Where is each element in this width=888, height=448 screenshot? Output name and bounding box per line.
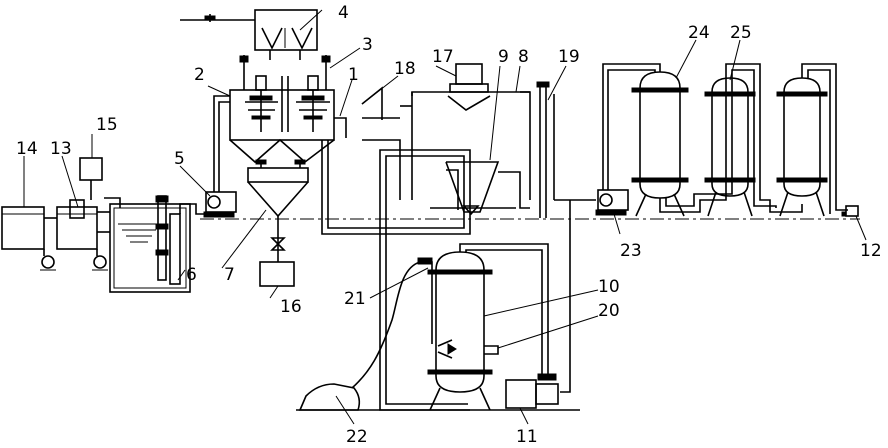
label-16: 16 — [280, 297, 302, 317]
label-22: 22 — [346, 427, 368, 447]
pump-23 — [595, 189, 629, 216]
tank-9 — [430, 161, 530, 216]
hose-22 — [351, 261, 421, 389]
reactor-2 — [229, 50, 335, 164]
label-25: 25 — [730, 23, 752, 43]
pump-11 — [505, 373, 559, 409]
label-5: 5 — [174, 149, 185, 169]
part-labels: 4 3 1 2 18 17 9 8 19 24 25 15 14 13 5 7 … — [16, 3, 882, 447]
column-25 — [704, 77, 756, 217]
label-1: 1 — [348, 65, 359, 85]
column-3rd — [776, 77, 828, 217]
pipe-6-pump5 — [179, 203, 206, 215]
label-10: 10 — [598, 277, 620, 297]
column-10 — [427, 251, 499, 411]
pump-under-13 — [92, 249, 108, 271]
label-11: 11 — [516, 427, 538, 447]
label-8: 8 — [518, 47, 529, 67]
label-20: 20 — [598, 301, 620, 321]
label-14: 14 — [16, 139, 38, 159]
leader-lines — [23, 9, 867, 425]
tank-14 — [1, 206, 45, 250]
label-18: 18 — [394, 59, 416, 79]
hopper-4 — [180, 9, 318, 51]
container-16 — [259, 261, 295, 287]
pipe-5-reactor — [213, 95, 230, 192]
label-17: 17 — [432, 47, 454, 67]
label-9: 9 — [498, 47, 509, 67]
label-24: 24 — [688, 23, 710, 43]
tank-6 — [109, 195, 191, 293]
inlet-21 — [417, 257, 433, 344]
pump-under-14 — [40, 249, 56, 271]
pipe-to-12 — [801, 63, 848, 211]
pipe-19 — [536, 81, 555, 218]
settler-7 — [247, 159, 309, 262]
label-23: 23 — [620, 241, 642, 261]
pipe-23-24 — [602, 63, 661, 190]
label-4: 4 — [338, 3, 349, 23]
label-6: 6 — [186, 265, 197, 285]
label-2: 2 — [194, 65, 205, 85]
pump-5 — [203, 191, 237, 218]
motor-17 — [447, 63, 491, 111]
label-21: 21 — [344, 289, 366, 309]
label-7: 7 — [224, 265, 235, 285]
label-3: 3 — [362, 35, 373, 55]
column-24 — [631, 71, 689, 217]
pipe-1 — [334, 117, 347, 138]
label-12: 12 — [860, 241, 882, 261]
tank-13 — [56, 199, 98, 250]
label-13: 13 — [50, 139, 72, 159]
valve-12 — [841, 205, 859, 217]
pipe-top-6 — [104, 197, 121, 208]
label-19: 19 — [558, 47, 580, 67]
sack-22 — [298, 383, 361, 411]
label-15: 15 — [96, 115, 118, 135]
tank-8 — [361, 86, 531, 200]
dosing-box-15 — [79, 157, 103, 200]
